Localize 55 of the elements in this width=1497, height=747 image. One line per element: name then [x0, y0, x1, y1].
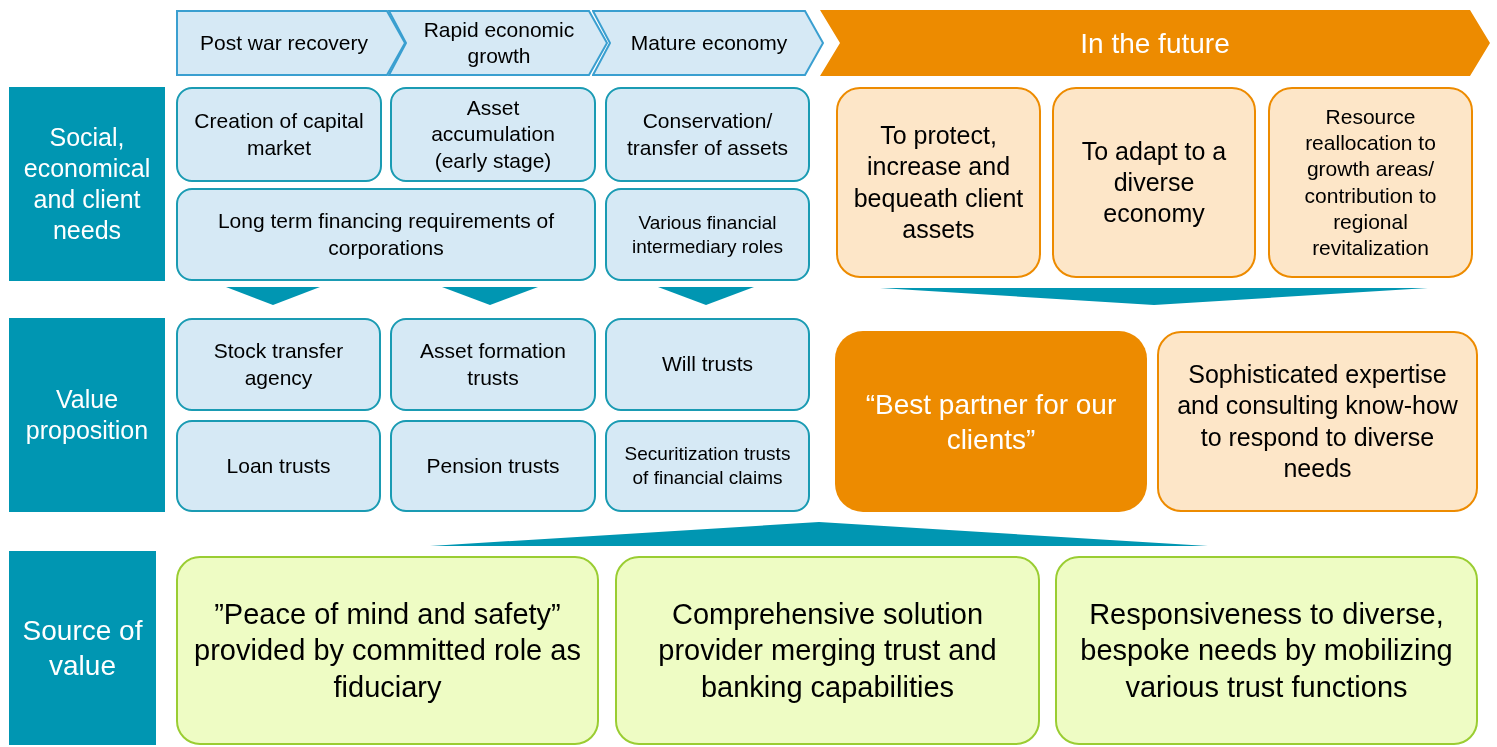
down-triangle — [226, 287, 320, 305]
phase-banner — [388, 10, 608, 76]
rounded-box — [1055, 556, 1478, 745]
rounded-box — [176, 420, 381, 512]
rounded-box — [605, 318, 810, 411]
row-heading-band — [9, 87, 165, 281]
rounded-box — [1268, 87, 1473, 278]
row-heading: Value proposition — [24, 383, 150, 446]
box-text: Resource reallocation to growth areas/ contribution to regional revitalization — [1303, 103, 1438, 261]
box-text: Asset formation trusts — [419, 338, 567, 391]
box-text: To adapt to a diverse economy — [1080, 135, 1228, 230]
phase-banner — [176, 10, 406, 76]
rounded-box — [176, 556, 599, 745]
row-heading-band — [9, 551, 156, 745]
box-text: Conservation/ transfer of assets — [625, 108, 790, 161]
box-text: Long term financing requirements of corporations — [216, 208, 556, 261]
rounded-box — [176, 87, 382, 182]
rounded-box — [836, 87, 1041, 278]
box-text: ”Peace of mind and safety” provided by committed role as fiduciary — [193, 597, 582, 705]
box-text: Post war recovery — [199, 29, 369, 56]
row-heading-band — [9, 318, 165, 512]
rounded-box — [835, 331, 1147, 512]
box-text: Mature economy — [630, 29, 788, 56]
box-text: Sophisticated expertise and consulting know-how to respond to diverse needs — [1176, 359, 1459, 484]
row-heading: Source of value — [21, 614, 144, 683]
box-text: “Best partner for our clients” — [864, 387, 1118, 457]
rounded-box — [615, 556, 1040, 745]
rounded-box — [390, 420, 596, 512]
rounded-box — [390, 318, 596, 411]
box-text: In the future — [1080, 26, 1230, 61]
rounded-box — [390, 87, 596, 182]
box-text: Securitization trusts of financial claims — [623, 442, 792, 490]
rounded-box — [176, 188, 596, 281]
rounded-box — [176, 318, 381, 411]
phase-banner — [592, 10, 824, 76]
box-text: To protect, increase and bequeath client assets — [852, 120, 1025, 245]
rounded-box — [605, 420, 810, 512]
box-text: Various financial intermediary roles — [631, 210, 784, 259]
down-triangle — [658, 287, 754, 305]
box-text: Creation of capital market — [193, 108, 365, 161]
rounded-box — [605, 188, 810, 281]
rounded-box — [1157, 331, 1478, 512]
box-text: Loan trusts — [226, 452, 331, 479]
rounded-box — [605, 87, 810, 182]
box-text: Responsiveness to diverse, bespoke needs by mobilizing various trust functions — [1079, 597, 1454, 705]
box-text: Asset accumulation (early stage) — [430, 95, 556, 174]
rounded-box — [1052, 87, 1256, 278]
box-text: Rapid economic growth — [422, 16, 576, 69]
down-triangle — [442, 287, 538, 305]
row-heading: Social, economical and client needs — [22, 121, 152, 247]
phase-banner — [820, 10, 1490, 76]
box-text: Pension trusts — [426, 452, 560, 479]
box-text: Will trusts — [662, 351, 753, 378]
box-text: Stock transfer agency — [212, 338, 345, 391]
box-text: Comprehensive solution provider merging trust and banking capabilities — [657, 597, 998, 705]
